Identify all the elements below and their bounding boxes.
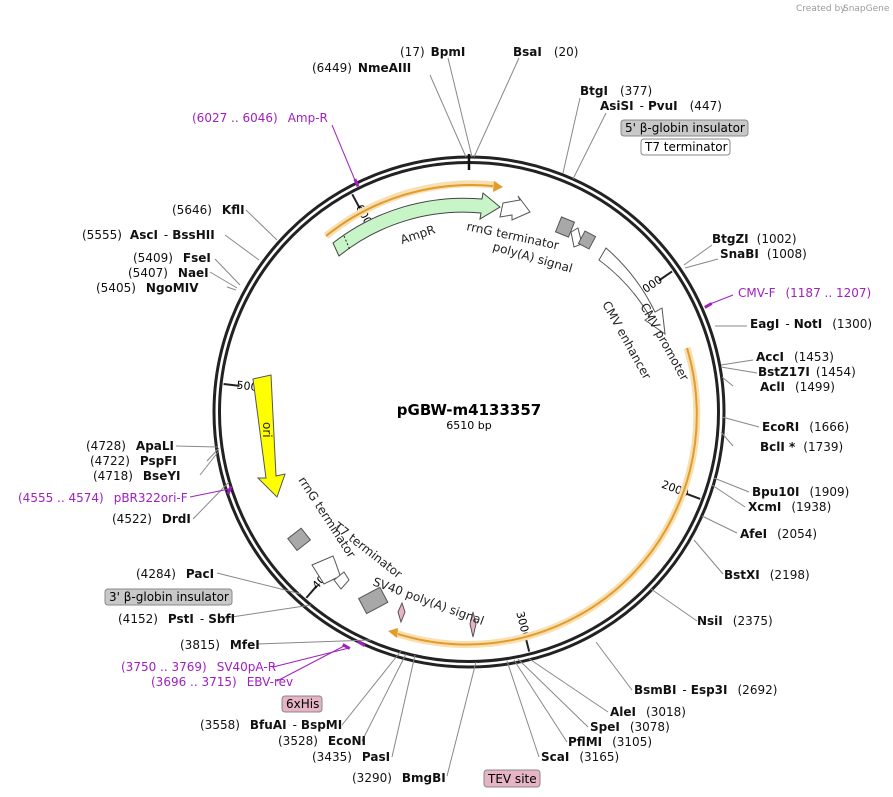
t7-terminator-bottom xyxy=(333,571,350,590)
site-acli[interactable]: AclI(1499) xyxy=(760,380,835,394)
site-asci-bsshii[interactable]: (5555)AscI-BssHII xyxy=(82,228,215,242)
primer-sv40pa-r[interactable]: (3750 .. 3769)SV40pA-R xyxy=(121,660,276,674)
site-nmeaiii[interactable]: (6449)NmeAIII xyxy=(312,61,411,75)
site-ngomiv[interactable]: (5405)NgoMIV xyxy=(96,281,199,295)
insulator-small-box xyxy=(577,230,597,250)
site-asisi-pvui[interactable]: AsiSI-PvuI(447) xyxy=(600,99,722,113)
site-bstz17i[interactable]: BstZ17I(1454) xyxy=(758,365,856,379)
rrng-terminator-bottom-label: rrnG terminator xyxy=(295,474,358,560)
primer-marks xyxy=(226,178,713,650)
site-pflmi[interactable]: PflMI(3105) xyxy=(568,735,652,749)
primer-ebv-rev[interactable]: (3696 .. 3715)EBV-rev xyxy=(151,675,293,689)
orf-right-arrowhead xyxy=(388,628,398,638)
site-fsei[interactable]: (5409)FseI xyxy=(133,251,211,265)
site-bstxi[interactable]: BstXI(2198) xyxy=(724,568,810,582)
plasmid-length: 6510 bp xyxy=(446,419,491,432)
features xyxy=(252,180,701,648)
primer-pbr322ori-f[interactable]: (4555 .. 4574)pBR322ori-F xyxy=(18,491,188,505)
plasmid-name: pGBW-m4133357 xyxy=(397,401,541,419)
site-econi[interactable]: (3528)EcoNI xyxy=(278,734,366,748)
rrng-terminator-top xyxy=(499,195,531,221)
site-labels[interactable]: (17)BpmI BsaI(20) (6449)NmeAIII BtgI(377… xyxy=(82,45,872,785)
site-naei[interactable]: (5407)NaeI xyxy=(128,266,209,280)
tag-t7-terminator[interactable]: T7 terminator xyxy=(640,138,731,156)
ori-arrow xyxy=(252,374,286,498)
site-pasi[interactable]: (3435)PasI xyxy=(312,750,390,764)
tag-3-globin-insulator[interactable]: 3' β-globin insulator xyxy=(104,588,233,606)
tick-mark-4000 xyxy=(305,585,318,599)
tag-boxes[interactable]: 5' β-globin insulator T7 terminator 3' β… xyxy=(104,119,749,788)
primer-labels[interactable]: (6027 .. 6046)Amp-R CMV-F(1187 .. 1207) … xyxy=(18,111,871,689)
site-drdi[interactable]: (4522)DrdI xyxy=(112,512,191,526)
backbone xyxy=(212,154,726,669)
sv40-polya-label: SV40 poly(A) signal xyxy=(371,575,486,628)
tag-6xhis[interactable]: 6xHis xyxy=(281,695,323,713)
ampr-split-mark xyxy=(343,235,351,251)
tag-5-globin-insulator[interactable]: 5' β-globin insulator xyxy=(620,119,749,137)
svg-text:6xHis: 6xHis xyxy=(286,697,319,711)
svg-text:TEV site: TEV site xyxy=(487,772,537,786)
svg-text:3' β-globin insulator: 3' β-globin insulator xyxy=(109,590,229,604)
site-bpmi[interactable]: (17)BpmI xyxy=(400,45,465,59)
globin-insulator-5-box xyxy=(554,216,576,238)
site-bsmbi-esp3i[interactable]: BsmBI-Esp3I(2692) xyxy=(634,683,777,697)
plasmid-title-block: pGBW-m4133357 6510 bp xyxy=(397,401,541,432)
orf-right xyxy=(397,347,698,646)
orf-top xyxy=(325,183,494,237)
site-snabi[interactable]: SnaBI(1008) xyxy=(720,247,807,261)
tick-mark-1000 xyxy=(658,270,673,282)
svg-text:5' β-globin insulator: 5' β-globin insulator xyxy=(625,121,745,135)
primer-leaders xyxy=(189,124,734,682)
site-scai[interactable]: ScaI(3165) xyxy=(541,750,619,764)
tag-tev-site[interactable]: TEV site xyxy=(483,769,541,788)
site-apali[interactable]: (4728)ApaLI xyxy=(86,439,174,453)
site-bseyi[interactable]: (4718)BseYI xyxy=(93,469,181,483)
tick-mark-2000 xyxy=(684,492,701,500)
site-ecori[interactable]: EcoRI(1666) xyxy=(762,420,849,434)
site-leaders xyxy=(175,57,760,777)
site-alei[interactable]: AleI(3018) xyxy=(610,705,686,719)
cmv-enhancer-promoter-arrow xyxy=(598,247,666,336)
site-paci[interactable]: (4284)PacI xyxy=(136,567,214,581)
globin-insulator-3-box xyxy=(287,527,312,552)
primer-cmv-f[interactable]: CMV-F(1187 .. 1207) xyxy=(738,286,871,300)
site-eagi-noti[interactable]: EagI-NotI(1300) xyxy=(750,317,872,331)
site-mfei[interactable]: (3815)MfeI xyxy=(180,638,260,652)
site-btgzi[interactable]: BtgZI(1002) xyxy=(712,232,797,246)
site-nsii[interactable]: NsiI(2375) xyxy=(697,614,773,628)
tick-mark-5000 xyxy=(223,383,240,387)
site-afei[interactable]: AfeI(2054) xyxy=(740,527,817,541)
tev-site-mark xyxy=(469,611,477,638)
site-bfuai-bspmi[interactable]: (3558)BfuAI-BspMI xyxy=(200,718,342,732)
ori-label: ori xyxy=(260,422,274,438)
site-bpu10i[interactable]: Bpu10I(1909) xyxy=(752,485,849,499)
site-xcmi[interactable]: XcmI(1938) xyxy=(748,500,831,514)
primer-amp-r[interactable]: (6027 .. 6046)Amp-R xyxy=(192,111,328,125)
ampr-arrow xyxy=(332,192,501,257)
ampr-label: AmpR xyxy=(399,222,437,246)
orf-top-arrowhead xyxy=(493,181,503,192)
created-by-text: Created by xyxy=(796,4,846,14)
snapgene-brand: SnapGene xyxy=(843,4,890,14)
site-kfli[interactable]: (5646)KflI xyxy=(172,203,245,217)
site-bsai[interactable]: BsaI(20) xyxy=(513,45,579,59)
site-btgi[interactable]: BtgI(377) xyxy=(580,84,652,98)
snapgene-credit: Created by SnapGene xyxy=(796,4,890,14)
site-bmgbi[interactable]: (3290)BmgBI xyxy=(352,771,446,785)
tick-mark-6000 xyxy=(351,193,361,209)
site-spei[interactable]: SpeI(3078) xyxy=(590,720,670,734)
site-psti-sbfi[interactable]: (4152)PstI-SbfI xyxy=(118,612,235,626)
site-bcli[interactable]: BclI *(1739) xyxy=(760,440,843,454)
site-acci[interactable]: AccI(1453) xyxy=(756,350,834,364)
sv40-polya-box xyxy=(357,586,389,615)
site-pspfi[interactable]: (4722)PspFI xyxy=(90,454,177,468)
6xhis-mark xyxy=(397,601,406,624)
svg-text:T7 terminator: T7 terminator xyxy=(644,140,728,154)
